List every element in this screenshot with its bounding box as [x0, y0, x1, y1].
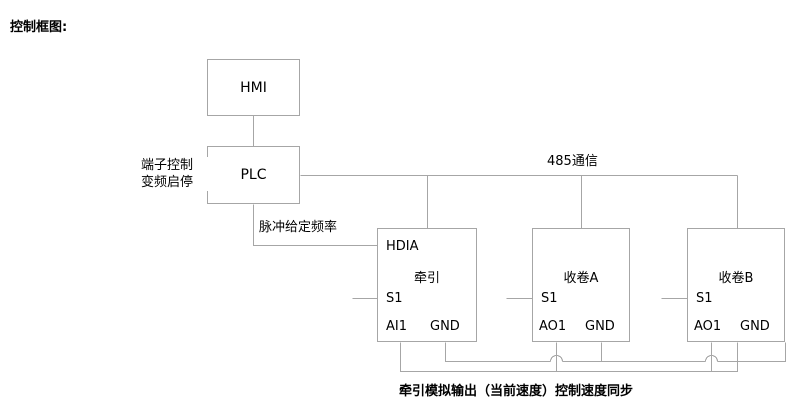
node-plc[interactable]: PLC	[207, 146, 300, 204]
wire-gnd-bus-traction	[444, 342, 551, 363]
wire-pulse-frequency	[252, 204, 378, 247]
node-hmi-label: HMI	[240, 79, 267, 96]
terminal-ao1-winder-b: AO1	[694, 319, 722, 334]
terminal-gnd-winder-a: GND	[585, 319, 615, 334]
node-drive-winder-a[interactable]: 收卷A S1 AO1 GND	[532, 228, 630, 342]
diagram-caption: 牵引模拟输出（当前速度）控制速度同步	[399, 384, 634, 399]
terminal-gnd-traction: GND	[430, 319, 460, 334]
terminal-s1-winder-a: S1	[541, 291, 558, 306]
page-title: 控制框图:	[10, 20, 68, 35]
wire-gnd-bus-right	[717, 342, 787, 363]
label-pulse-frequency: 脉冲给定频率	[257, 216, 340, 235]
terminal-s1-winder-b: S1	[696, 291, 713, 306]
terminal-s1-traction: S1	[386, 291, 403, 306]
label-terminal-control-line2: 变频启停	[140, 175, 193, 190]
label-terminal-control: 端子控制 变频启停	[126, 157, 208, 191]
node-drive-traction-title: 牵引	[413, 271, 440, 286]
node-plc-label: PLC	[240, 167, 267, 183]
label-terminal-control-line1: 端子控制	[140, 158, 193, 173]
node-drive-winder-b[interactable]: 收卷B S1 AO1 GND	[687, 228, 785, 342]
label-rs485: 485通信	[545, 150, 600, 169]
node-hmi[interactable]: HMI	[207, 59, 300, 116]
terminal-hdia: HDIA	[386, 239, 419, 254]
terminal-ao1-winder-a: AO1	[539, 319, 567, 334]
terminal-ai1-traction: AI1	[386, 319, 407, 334]
wire-ai1-drop-traction	[399, 342, 739, 373]
node-drive-traction[interactable]: HDIA 牵引 S1 AI1 GND	[377, 228, 477, 342]
node-drive-winder-a-title: 收卷A	[563, 271, 599, 286]
node-drive-winder-b-title: 收卷B	[718, 271, 754, 286]
terminal-gnd-winder-b: GND	[740, 319, 770, 334]
